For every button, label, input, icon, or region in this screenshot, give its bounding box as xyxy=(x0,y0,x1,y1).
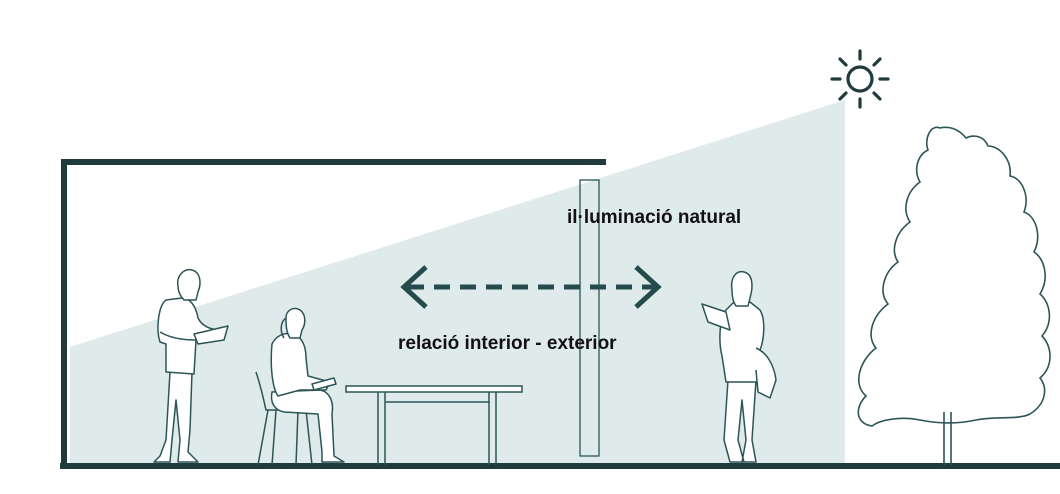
person-standing-reading-outside xyxy=(701,270,777,463)
sun-icon xyxy=(830,49,890,109)
building-roof-and-wall xyxy=(61,159,606,465)
natural-light-area xyxy=(70,100,845,465)
tree xyxy=(857,126,1051,465)
person-seated-writing xyxy=(270,307,345,463)
chair xyxy=(255,371,313,466)
double-headed-dashed-arrow xyxy=(400,265,662,309)
glass-wall xyxy=(579,179,600,457)
interior-exterior-relation-label: relació interior - exterior xyxy=(398,333,617,354)
table xyxy=(345,385,523,465)
natural-light-label: il·luminació natural xyxy=(567,207,742,228)
person-standing-reading xyxy=(153,268,229,463)
